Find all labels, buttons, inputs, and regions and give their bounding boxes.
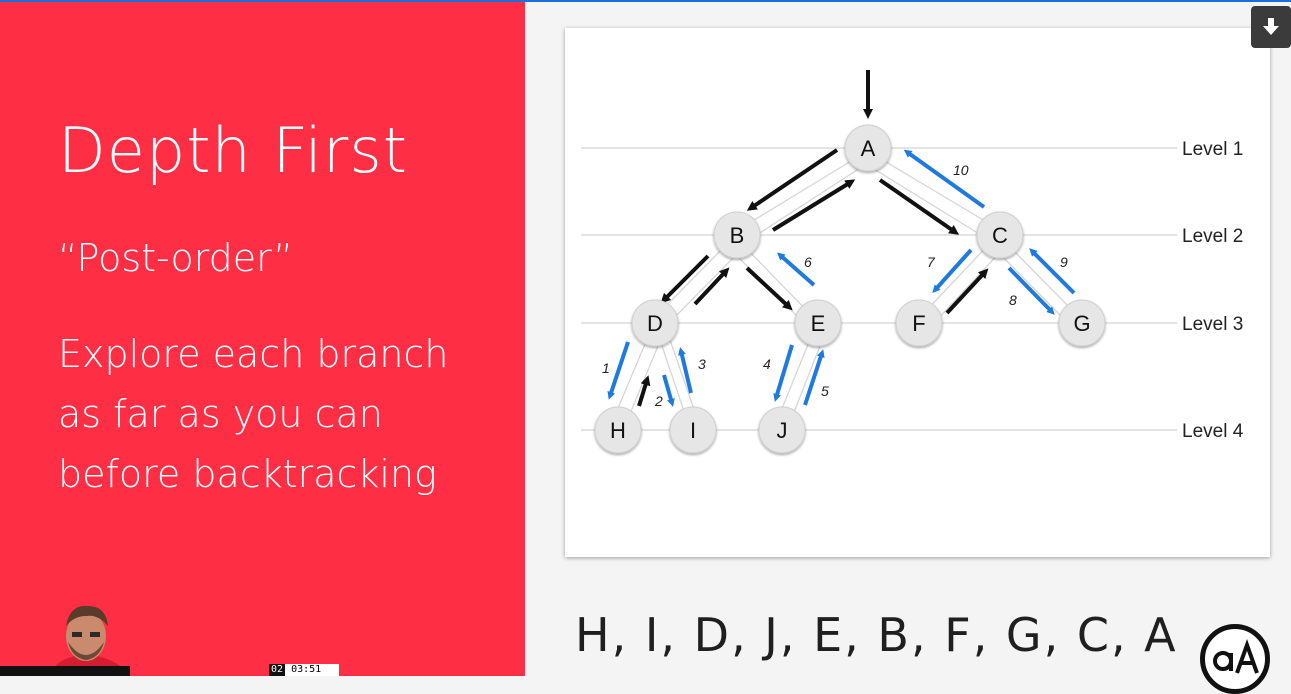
node-c: C [976, 211, 1024, 259]
slide-description: Explore each branch as far as you can be… [58, 332, 449, 496]
level-label-4: Level 4 [1182, 421, 1244, 442]
node-a: A [844, 124, 892, 172]
brand-logo [1200, 624, 1270, 694]
level-label-1: Level 1 [1182, 139, 1243, 160]
node-j-label: J [777, 418, 788, 443]
timestamp-time: 03:51 [291, 664, 322, 675]
level-label-2: Level 2 [1182, 226, 1243, 247]
step-label-6: 6 [804, 254, 812, 270]
step-label-7: 7 [927, 254, 936, 270]
node-f-label: F [912, 311, 925, 336]
step-label-2: 2 [654, 393, 663, 409]
traversal-order: H, I, D, J, E, B, F, G, C, A [575, 608, 1178, 662]
player-strip [0, 666, 130, 676]
node-j: J [758, 406, 806, 454]
step-label-3: 3 [698, 356, 706, 372]
node-a-label: A [861, 136, 876, 161]
node-d: D [631, 299, 679, 347]
slide-subtitle: “Post-order” [58, 236, 294, 280]
video-timestamp: 02 03:51 [269, 664, 339, 676]
node-e-label: E [811, 311, 826, 336]
logo-mark-icon [1213, 639, 1259, 674]
step-label-5: 5 [821, 383, 829, 399]
node-g: G [1058, 299, 1106, 347]
step-label-4: 4 [763, 356, 771, 372]
step-label-10: 10 [953, 162, 969, 178]
progress-line [0, 0, 1291, 2]
node-g-label: G [1073, 311, 1090, 336]
tree-diagram-card: 1 2 3 4 5 6 7 8 9 10 A B [565, 28, 1270, 557]
node-i-label: I [690, 418, 696, 443]
download-icon [1263, 18, 1279, 35]
presenter-webcam [40, 598, 140, 676]
tree-diagram: 1 2 3 4 5 6 7 8 9 10 A B [581, 70, 1244, 454]
download-button[interactable] [1251, 6, 1291, 48]
slide-left-panel: Depth First “Post-order” Explore each br… [0, 2, 525, 676]
node-h: H [594, 406, 642, 454]
slide-title: Depth First [58, 114, 409, 187]
step-label-9: 9 [1060, 254, 1068, 270]
node-c-label: C [992, 223, 1008, 248]
timestamp-prefix: 02 [269, 664, 286, 676]
node-i: I [669, 406, 717, 454]
slide-right-panel: 1 2 3 4 5 6 7 8 9 10 A B [525, 2, 1291, 676]
node-h-label: H [610, 418, 626, 443]
step-label-8: 8 [1009, 292, 1017, 308]
node-f: F [895, 299, 943, 347]
level-label-3: Level 3 [1182, 314, 1243, 335]
node-e: E [794, 299, 842, 347]
node-d-label: D [647, 311, 663, 336]
step-label-1: 1 [602, 360, 610, 376]
node-b-label: B [730, 223, 745, 248]
node-b: B [713, 211, 761, 259]
presenter-avatar [40, 598, 140, 676]
